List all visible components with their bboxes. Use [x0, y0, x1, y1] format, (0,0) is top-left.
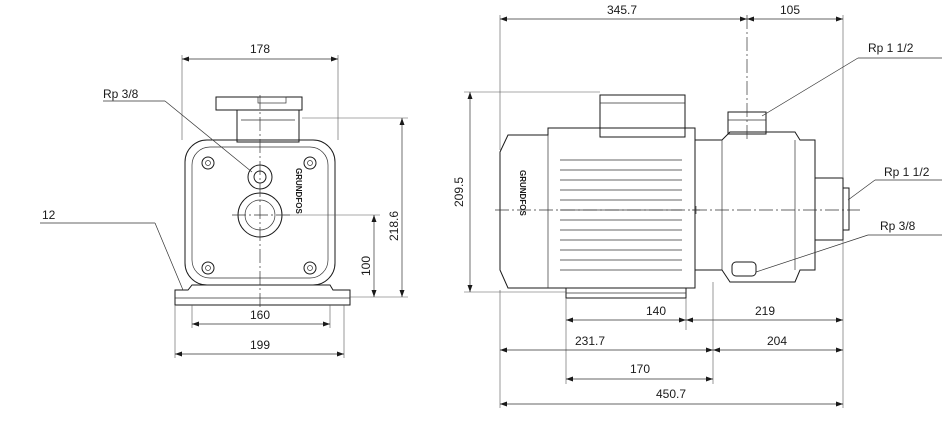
label-rp-3-8-front: Rp 3/8	[103, 87, 139, 101]
brand-label-side: GRUNDFOS	[518, 170, 527, 216]
pump-foot-front	[174, 284, 351, 306]
brand-label-front: GRUNDFOS	[294, 168, 303, 214]
label-rp-3-8-side: Rp 3/8	[880, 219, 916, 233]
pump-housing	[694, 131, 816, 283]
dim-345-7-label: 345.7	[607, 3, 637, 17]
dim-100-label: 100	[359, 256, 373, 276]
dim-199-label: 199	[250, 338, 270, 352]
leader-inlet	[847, 179, 876, 201]
dim-160-label: 160	[250, 308, 270, 322]
leader-foot-12	[154, 222, 184, 291]
dim-218-6-label: 218.6	[387, 211, 401, 241]
front-view: GRUNDFOS 178 160 199 218.6	[40, 42, 408, 358]
label-rp-1-1-2-right: Rp 1 1/2	[884, 165, 930, 179]
leader-drain-front	[164, 100, 253, 173]
dim-170-label: 170	[630, 362, 650, 376]
dim-105-label: 105	[780, 3, 800, 17]
label-rp-1-1-2-top: Rp 1 1/2	[868, 41, 914, 55]
dim-204-label: 204	[767, 334, 787, 348]
screw-icons	[201, 156, 317, 275]
leader-outlet	[761, 57, 859, 117]
terminal-box-top	[215, 96, 303, 111]
dim-140-label: 140	[646, 304, 666, 318]
leader-drain-side	[755, 234, 869, 273]
outlet-block	[236, 109, 300, 143]
cooling-fins	[560, 159, 682, 271]
dim-219-label: 219	[755, 304, 775, 318]
terminal-box-side	[599, 94, 686, 138]
dim-178-label: 178	[250, 42, 270, 56]
motor-body	[499, 127, 696, 289]
side-view: GRUNDFOS 345.7 105 209.5	[452, 3, 942, 408]
dim-231-7-label: 231.7	[575, 334, 605, 348]
dim-209-5-label: 209.5	[452, 177, 466, 207]
inlet-port-side	[814, 177, 844, 241]
label-12: 12	[42, 208, 56, 222]
drain-plug-side	[731, 261, 757, 277]
dim-450-7-label: 450.7	[656, 387, 686, 401]
